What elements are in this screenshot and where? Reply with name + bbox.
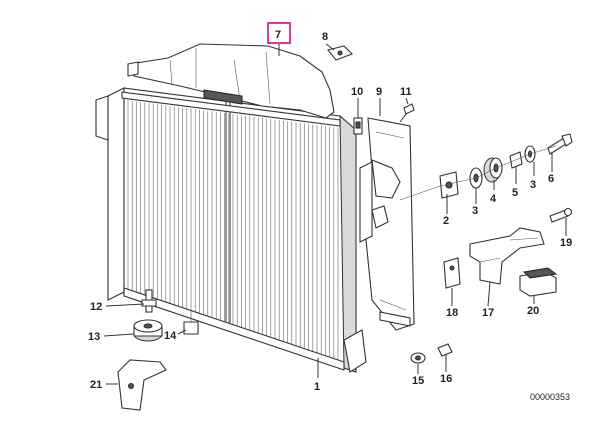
callout-labels: 1 2 3 3 4 5 6 7 8 9 10 11 12 13 14 15 16… xyxy=(88,29,572,393)
leader-12 xyxy=(105,303,145,307)
bracket-21[interactable] xyxy=(117,359,167,411)
callout-17[interactable]: 17 xyxy=(482,307,494,319)
radiator-left-bracket xyxy=(95,95,109,141)
shroud-side-duct xyxy=(371,159,401,199)
washer-15[interactable] xyxy=(410,352,426,364)
radiator-right-tank xyxy=(339,114,357,373)
leader-11 xyxy=(405,97,409,105)
callout-8[interactable]: 8 xyxy=(322,31,328,43)
holder-18[interactable] xyxy=(443,257,461,289)
leader-8 xyxy=(325,43,335,51)
drawing-code: 00000353 xyxy=(530,392,570,402)
shroud-upper-body xyxy=(129,43,335,119)
callout-5[interactable]: 5 xyxy=(512,187,518,199)
callout-18[interactable]: 18 xyxy=(446,307,458,319)
mount-bracket-2[interactable] xyxy=(439,171,459,199)
callout-3[interactable]: 3 xyxy=(530,179,536,191)
fan-shroud-upper[interactable] xyxy=(127,43,335,119)
rubber-mount-4[interactable] xyxy=(483,157,503,183)
callout-3[interactable]: 3 xyxy=(472,205,478,217)
callout-1[interactable]: 1 xyxy=(314,381,320,393)
callout-12[interactable]: 12 xyxy=(90,301,102,313)
mount-axis-line xyxy=(399,145,557,201)
leader-13 xyxy=(103,333,135,337)
callout-20[interactable]: 20 xyxy=(527,305,539,317)
radiator[interactable] xyxy=(95,87,367,373)
leader-14 xyxy=(177,329,187,335)
callout-9[interactable]: 9 xyxy=(376,86,382,98)
shroud-vent-grille xyxy=(203,89,243,105)
callout-4[interactable]: 4 xyxy=(490,193,497,205)
nut-14[interactable] xyxy=(183,310,199,335)
callout-15[interactable]: 15 xyxy=(412,375,424,387)
callout-13[interactable]: 13 xyxy=(88,331,100,343)
callout-10[interactable]: 10 xyxy=(351,86,363,98)
bolt-6[interactable] xyxy=(547,133,573,155)
callout-19[interactable]: 19 xyxy=(560,237,572,249)
rubber-block-20[interactable] xyxy=(519,267,558,297)
rubber-grommet-13[interactable] xyxy=(133,319,163,342)
fan-shroud-side[interactable] xyxy=(359,117,415,331)
leader-lines xyxy=(103,43,567,385)
support-bracket-17[interactable] xyxy=(469,227,545,285)
shroud-side-panel xyxy=(365,117,415,331)
radiator-fins xyxy=(127,100,339,364)
leader-17 xyxy=(487,281,491,307)
screw-11[interactable] xyxy=(399,103,415,123)
screw-19[interactable] xyxy=(549,207,573,223)
radiator-bottom-rail xyxy=(123,287,345,371)
retaining-clip[interactable] xyxy=(353,117,363,135)
callout-2[interactable]: 2 xyxy=(443,215,449,227)
callout-7[interactable]: 7 xyxy=(275,29,281,41)
callout-6[interactable]: 6 xyxy=(548,173,554,185)
radiator-top-rail xyxy=(121,91,341,127)
bolt-16[interactable] xyxy=(437,343,453,370)
highlight-box xyxy=(267,22,291,44)
radiator-left-tank xyxy=(107,87,125,301)
callout-21[interactable]: 21 xyxy=(90,379,102,391)
callout-11[interactable]: 11 xyxy=(400,86,412,98)
callout-14[interactable]: 14 xyxy=(164,330,177,342)
callout-16[interactable]: 16 xyxy=(440,373,452,385)
